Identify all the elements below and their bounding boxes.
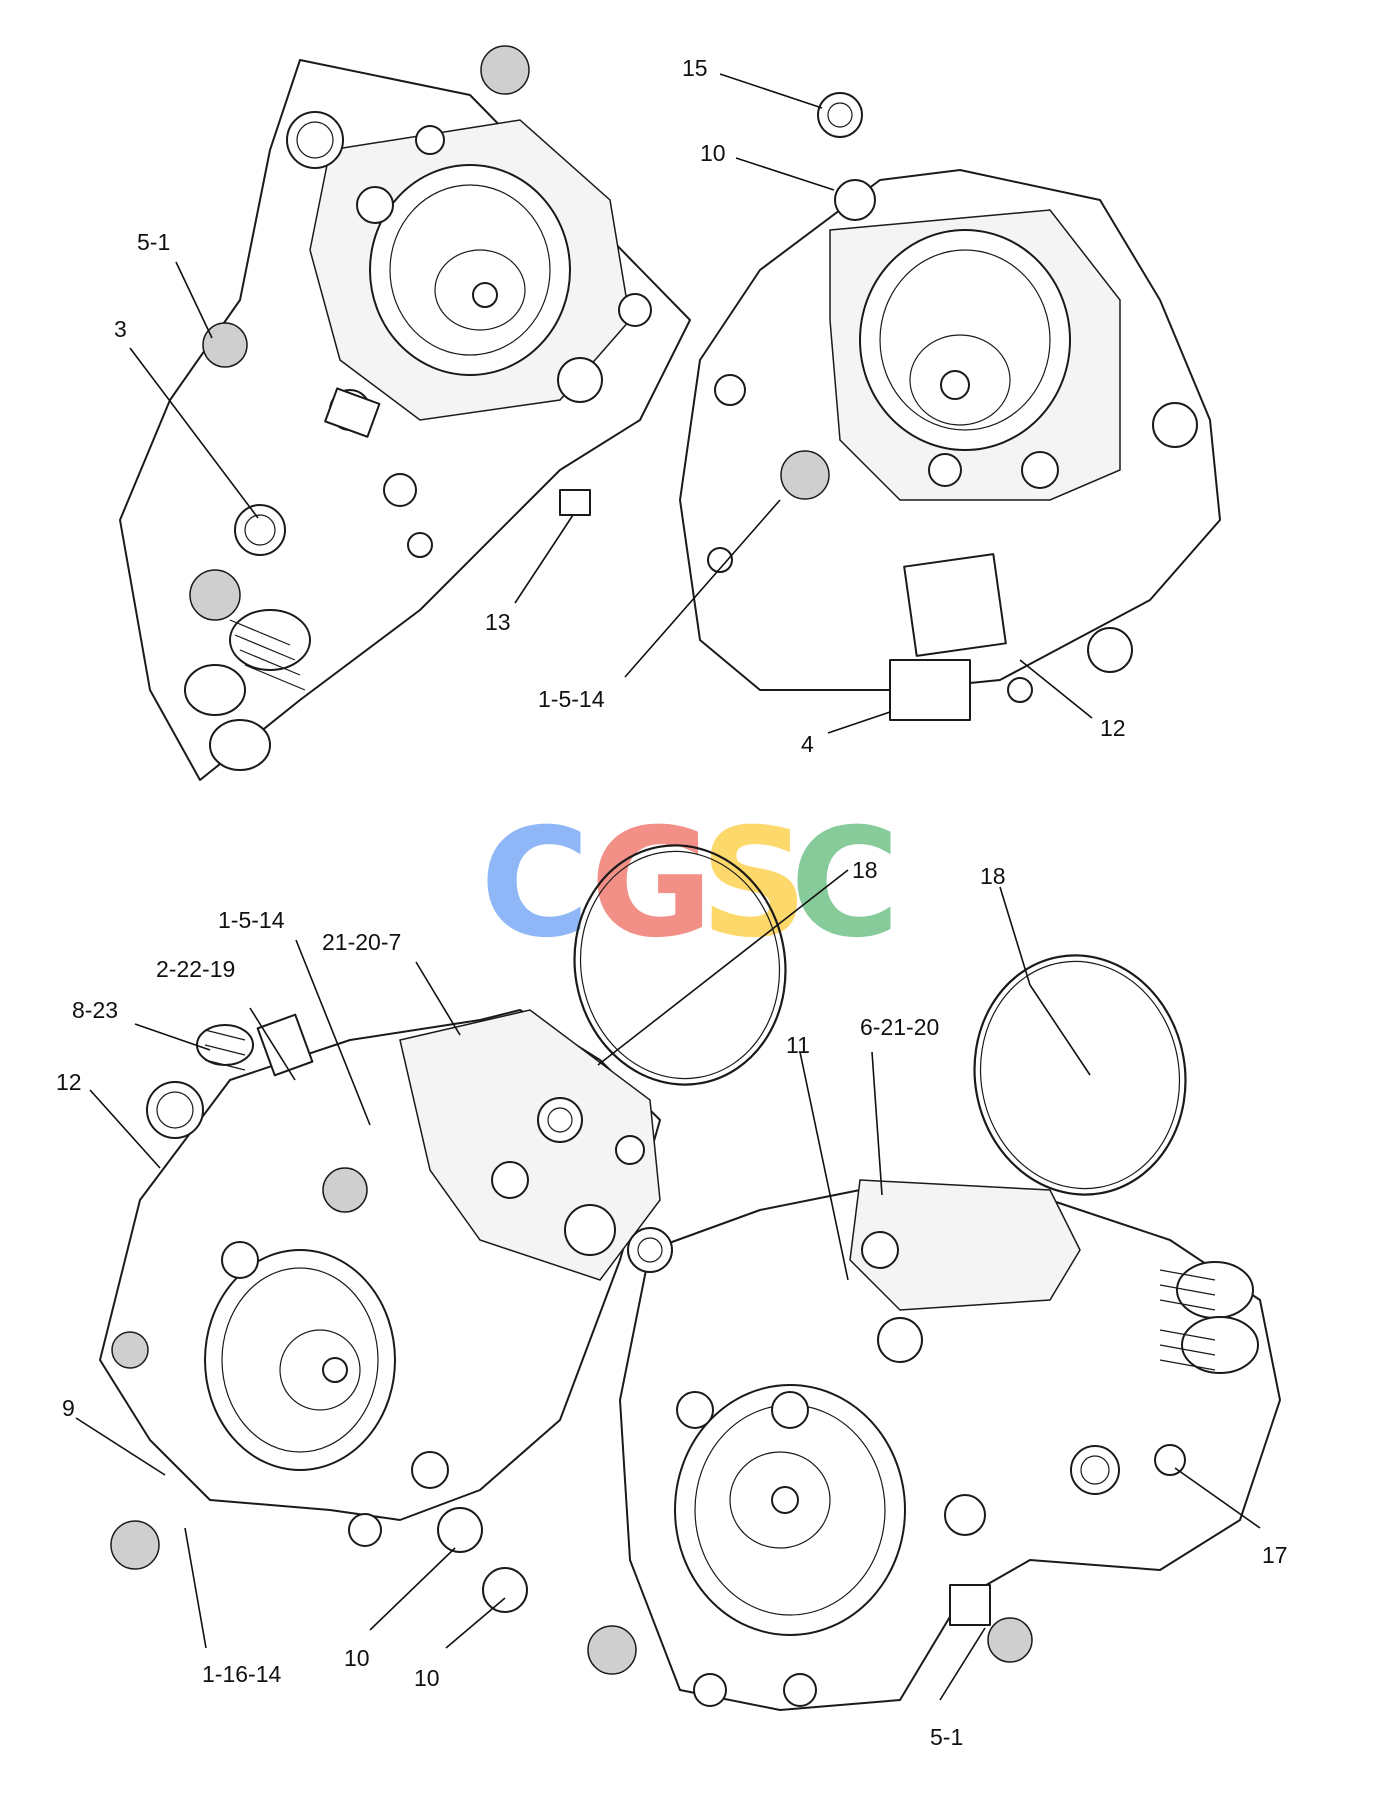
callout-12-bottom: 12 xyxy=(56,1069,82,1095)
callout-15: 15 xyxy=(682,55,708,81)
lower-left-pump-assembly xyxy=(99,1009,661,1613)
o-ring-right-inner xyxy=(979,960,1181,1190)
o-ring-left-inner xyxy=(579,850,781,1080)
callout-10-bottom-left: 10 xyxy=(344,1645,370,1671)
callout-21-20-7: 21-20-7 xyxy=(322,929,401,955)
callout-18-left: 18 xyxy=(852,857,878,883)
leader-lines xyxy=(75,73,1261,1701)
watermark-letter-c: C xyxy=(480,797,590,971)
callout-labels: 15 10 5-1 3 13 1-5-14 12 4 18 18 1-5-14 … xyxy=(56,55,1288,1750)
callout-6-21-20: 6-21-20 xyxy=(860,1014,939,1040)
callout-10-bottom-right: 10 xyxy=(414,1665,440,1691)
callout-3: 3 xyxy=(114,316,127,342)
callout-12-top: 12 xyxy=(1100,715,1126,741)
callout-17: 17 xyxy=(1262,1542,1288,1568)
callout-1-5-14-bottom: 1-5-14 xyxy=(218,907,285,933)
upper-left-pump-assembly xyxy=(119,45,691,781)
upper-right-pump-assembly xyxy=(679,92,1221,721)
callout-9: 9 xyxy=(62,1395,75,1421)
watermark-letter-g: G xyxy=(590,797,713,971)
callout-1-16-14: 1-16-14 xyxy=(202,1661,281,1687)
callout-10-top: 10 xyxy=(700,140,726,166)
callout-5-1-bottom: 5-1 xyxy=(930,1724,963,1750)
callout-5-1-top: 5-1 xyxy=(137,229,170,255)
callout-8-23: 8-23 xyxy=(72,997,118,1023)
callout-13: 13 xyxy=(485,609,511,635)
o-ring-right xyxy=(973,954,1187,1196)
o-ring-left xyxy=(573,844,787,1086)
lower-right-pump-assembly xyxy=(587,1179,1281,1711)
callout-4: 4 xyxy=(801,731,814,757)
callout-1-5-14-top: 1-5-14 xyxy=(538,686,605,712)
watermark-letter-c2: C xyxy=(790,797,900,971)
callout-18-right: 18 xyxy=(980,863,1006,889)
callout-11: 11 xyxy=(786,1032,810,1058)
callout-2-22-19: 2-22-19 xyxy=(156,956,235,982)
watermark-logo: C G S C xyxy=(480,797,900,971)
